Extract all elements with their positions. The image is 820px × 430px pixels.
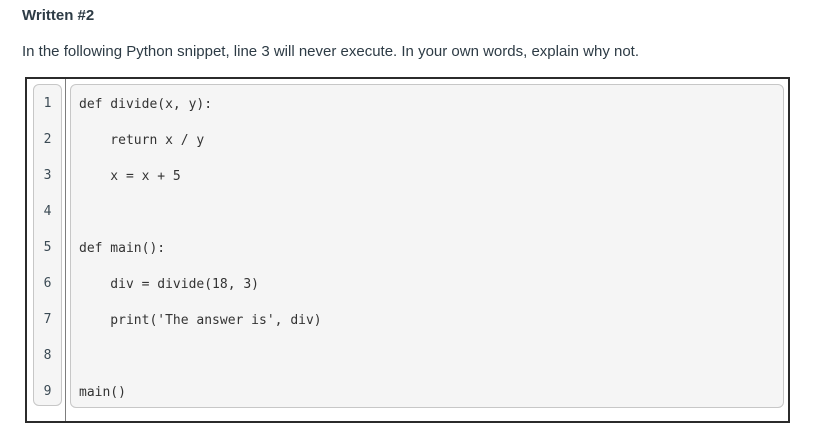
question-prompt: In the following Python snippet, line 3 …: [22, 43, 640, 60]
line-number: 5: [43, 240, 52, 255]
code-line: print('The answer is', div): [79, 313, 322, 328]
code-line: [71, 195, 783, 231]
code-line: return x / y: [79, 133, 205, 148]
code-line: div = divide(18, 3): [79, 277, 260, 292]
line-number: 4: [43, 204, 52, 219]
code-line: main(): [79, 385, 126, 400]
line-number-column: 1 2 3 4 5 6 7 8 9: [33, 84, 62, 406]
code-column: def divide(x, y): return x / y x = x + 5…: [66, 79, 788, 421]
code-line: [71, 339, 783, 375]
question-title: Written #2: [22, 7, 95, 24]
line-number: 3: [43, 168, 52, 183]
line-number: 2: [43, 132, 52, 147]
code-line: def divide(x, y):: [79, 97, 213, 112]
line-number: 8: [43, 348, 52, 363]
line-number: 9: [43, 384, 52, 399]
line-number-gutter: 1 2 3 4 5 6 7 8 9: [27, 79, 66, 421]
code-block: 1 2 3 4 5 6 7 8 9 def divide(x, y): return x / y…: [25, 77, 790, 423]
line-number: 7: [43, 312, 52, 327]
code-line: x = x + 5: [79, 169, 181, 184]
line-number: 6: [43, 276, 52, 291]
code-listing: def divide(x, y): return x / y x = x + 5…: [70, 84, 784, 408]
line-number: 1: [43, 96, 52, 111]
code-line: def main():: [79, 241, 166, 256]
